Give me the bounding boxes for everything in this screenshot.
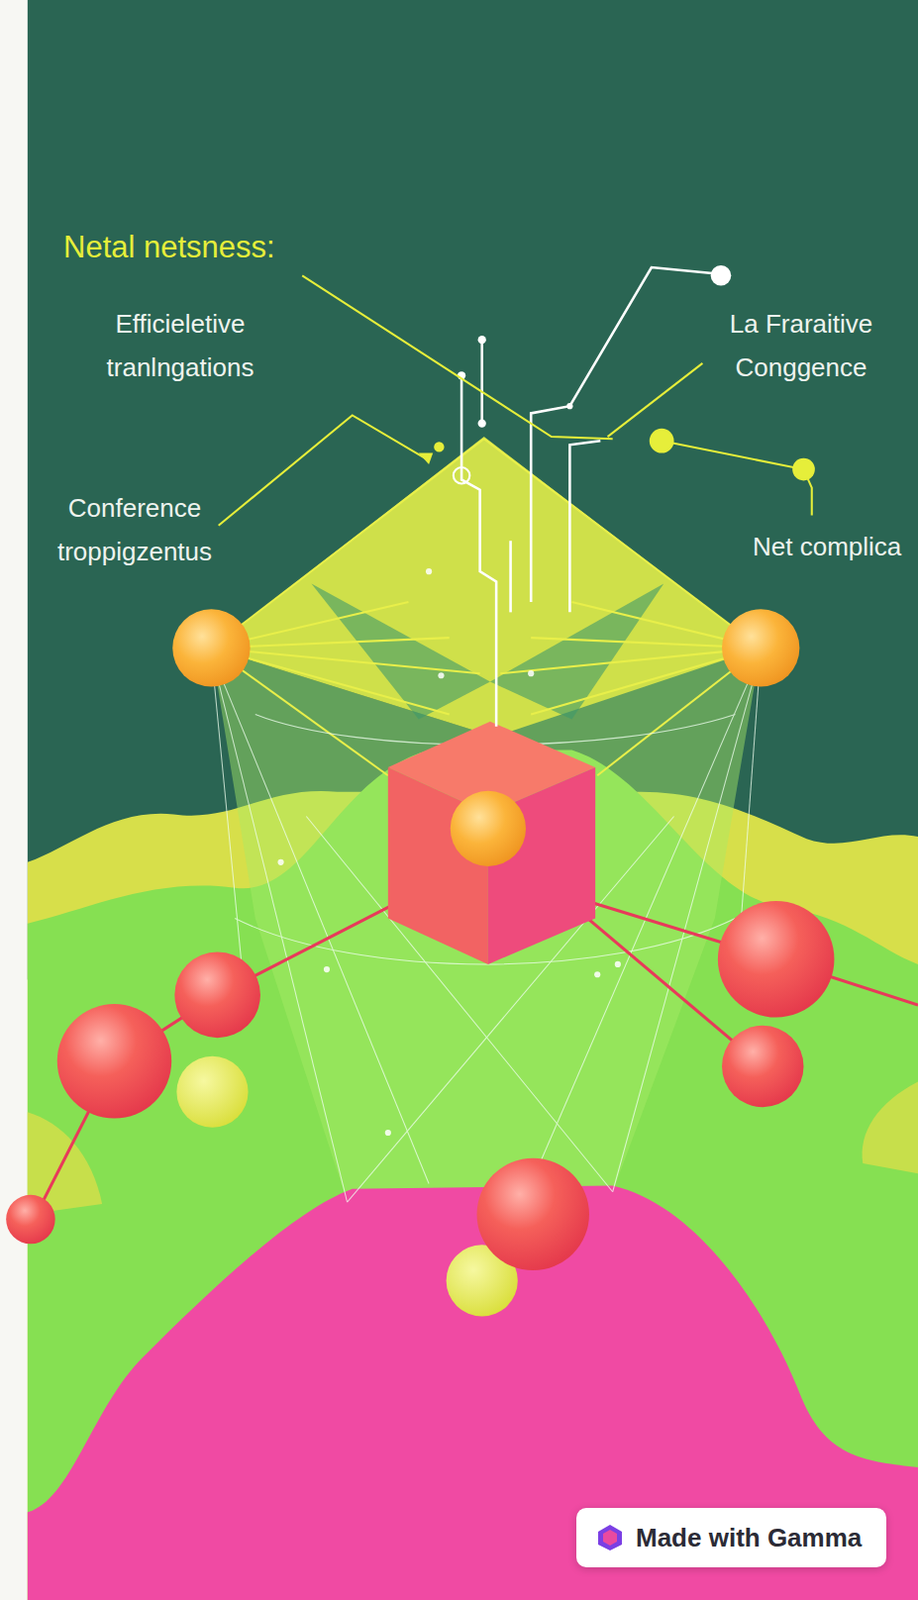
title: Netal netsness: xyxy=(63,229,276,265)
margin-strip xyxy=(0,0,28,1600)
orange-sphere xyxy=(172,609,250,687)
callout-label: Efficieletive tranlngations xyxy=(71,302,290,390)
leader-lines xyxy=(218,275,813,526)
orange-sphere xyxy=(450,791,526,867)
red-sphere xyxy=(721,1025,804,1108)
callout-label: La Fraraitive Conggence xyxy=(702,302,901,390)
callout-text: Net complica xyxy=(752,531,902,562)
mesh-dots xyxy=(277,568,620,1136)
badge-text: Made with Gamma xyxy=(635,1523,862,1554)
orange-sphere xyxy=(721,609,800,687)
callout-text: Conference troppigzentus xyxy=(57,493,212,567)
callout-text: Efficieletive tranlngations xyxy=(106,308,255,383)
leader-dot xyxy=(433,441,444,452)
circuit-dots xyxy=(453,265,731,485)
circuit-lines xyxy=(461,267,715,727)
diamond xyxy=(210,436,761,737)
callout-label: Net complica xyxy=(752,524,902,569)
red-sphere xyxy=(5,1195,55,1244)
red-sphere xyxy=(57,1004,172,1119)
yellow-sphere xyxy=(176,1056,248,1128)
title-text: Netal netsness: xyxy=(63,228,276,266)
callout-label: Conference troppigzentus xyxy=(30,486,239,574)
red-sphere xyxy=(174,952,261,1039)
badge-box: Made with Gamma xyxy=(576,1508,887,1568)
leader-arrow xyxy=(418,453,433,465)
pink-ground xyxy=(27,1186,918,1600)
leader-dot xyxy=(792,458,816,482)
yellow-patch xyxy=(862,1081,918,1174)
callout-text: La Fraraitive Conggence xyxy=(729,308,874,383)
network-cone xyxy=(210,647,761,1203)
leader-dot xyxy=(649,428,675,454)
red-sphere xyxy=(717,901,835,1018)
badge-icon xyxy=(596,1524,624,1552)
icon-core xyxy=(603,1530,617,1546)
red-sphere xyxy=(477,1158,590,1271)
icon-hex xyxy=(598,1525,622,1551)
